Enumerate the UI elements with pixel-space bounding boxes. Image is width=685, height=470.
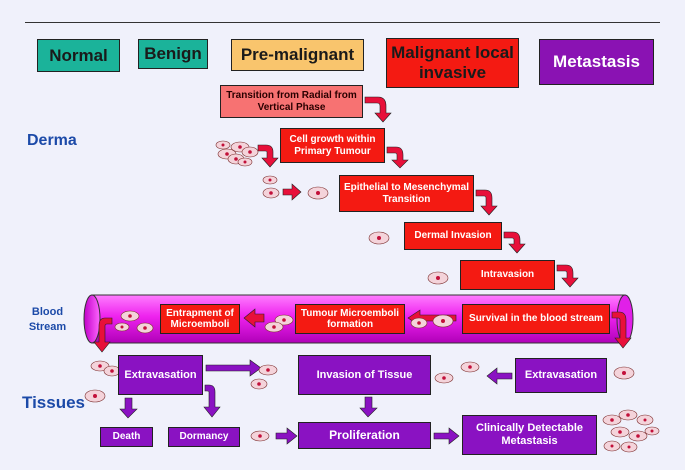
arrow-entrapment-exit — [93, 317, 113, 353]
step-clinical: Clinically Detectable Metastasis — [462, 415, 597, 455]
stage-malignant: Malignant local invasive — [386, 38, 519, 88]
step-emt: Epithelial to Mesenchymal Transition — [339, 175, 474, 212]
step-transition: Transition from Radial from Vertical Pha… — [220, 85, 363, 118]
stage-normal: Normal — [37, 39, 120, 72]
arrow-transition-to-growth — [364, 96, 392, 123]
arrow-microemboli-to-entrapment — [243, 308, 265, 328]
step-death: Death — [100, 427, 153, 447]
arrow-to-dormancy — [203, 384, 221, 418]
stage-premalignant: Pre-malignant — [231, 39, 364, 71]
step-cell-growth: Cell growth within Primary Tumour — [280, 128, 385, 163]
step-survival: Survival in the blood stream — [462, 304, 610, 334]
arrow-to-proliferation — [359, 396, 378, 418]
arrow-dermal-to-intravasion — [503, 231, 526, 254]
step-extravasation-left: Extravasation — [118, 355, 203, 395]
step-proliferation: Proliferation — [298, 422, 431, 449]
blood-stream-label: Blood Stream — [28, 306, 67, 334]
tumour-cells — [84, 140, 660, 453]
tissues-label: Tissues — [22, 393, 86, 412]
step-invasion-tissue: Invasion of Tissue — [298, 355, 431, 395]
arrow-to-right-extravasation — [486, 367, 513, 385]
arrow-survival-exit — [611, 311, 632, 349]
arrow-growth-to-emt — [386, 146, 409, 169]
arrow-intravasion-to-survival — [556, 264, 579, 288]
arrow-extravasation-right — [205, 359, 262, 377]
arrow-to-death — [119, 397, 138, 419]
step-microemboli: Tumour Microemboli formation — [295, 304, 405, 334]
arrow-cells-to-growth — [257, 144, 279, 168]
derma-label: Derma — [27, 132, 77, 149]
step-intravasion: Intravasion — [460, 260, 555, 290]
step-extravasation-right: Extravasation — [515, 358, 607, 393]
step-dermal-invasion: Dermal Invasion — [404, 222, 502, 250]
top-rule — [25, 22, 660, 23]
arrow-dormancy-to-proliferation — [275, 427, 298, 445]
step-entrapment: Entrapment of Microemboli — [160, 304, 240, 334]
arrow-cell-to-emt — [282, 183, 302, 201]
stage-benign: Benign — [138, 39, 208, 69]
arrow-proliferation-to-clinical — [433, 427, 460, 445]
step-dormancy: Dormancy — [168, 427, 240, 447]
arrow-emt-to-dermal — [475, 189, 498, 216]
stage-metastasis: Metastasis — [539, 39, 654, 85]
